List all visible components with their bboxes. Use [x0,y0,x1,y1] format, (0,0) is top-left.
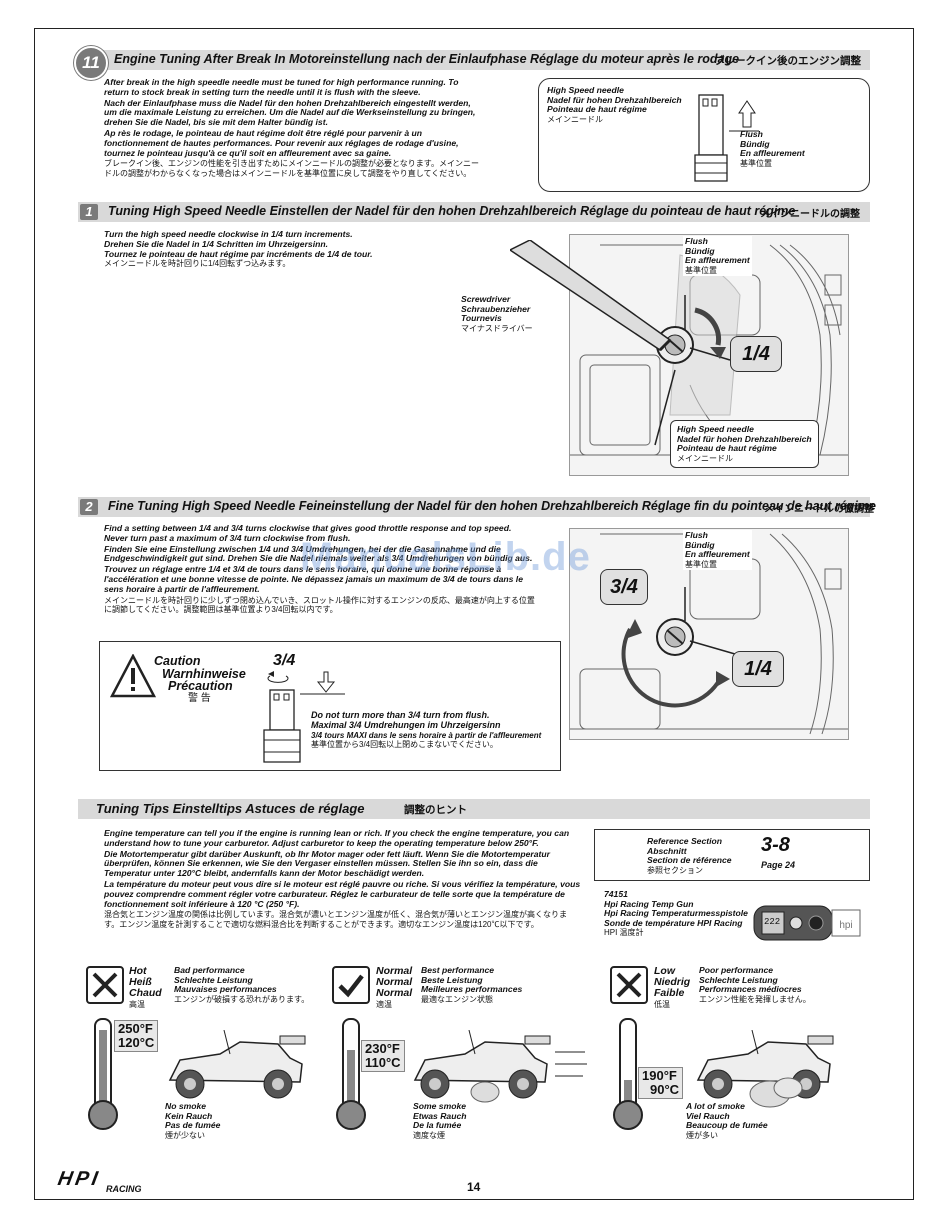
temperature-reading: 230°F 110°C [361,1040,405,1072]
tips-title-jp: 調整のヒント [404,804,467,816]
step-2-header: 2 Fine Tuning High Speed Needle Feineins… [78,497,876,517]
tips-title: Tuning Tips Einstelltips Astuces de régl… [96,801,365,816]
flush-label-1: Flush Bündig En affleurement 基準位置 [683,236,752,277]
car-icon [696,1030,834,1108]
para-de: Nach der Einlaufphase muss die Nadel für… [104,97,476,128]
car-icon [168,1030,306,1099]
caution-needle-icon [263,671,345,763]
watermark: ManualsLib.de [300,535,591,579]
page-number: 14 [467,1180,481,1194]
thermometer-icon [342,1018,360,1112]
condition-title: Hot Heiß Chaud 高温 [129,965,162,1010]
thermometer-bulb [613,1100,643,1130]
smoke-caption: Some smoke Etwas Rauch De la fumée 適度な煙 [413,1101,467,1140]
step-1-title: Tuning High Speed Needle Einstellen der … [108,204,796,218]
quarter-turn-badge-2: 1/4 [732,651,784,687]
temp-gun-display: 222 [764,917,781,927]
reference-section: 3-8 [761,834,790,856]
thermometer-bulb [336,1100,366,1130]
svg-text:hpi: hpi [839,920,852,931]
cross-icon [610,966,648,1004]
caution-text: Do not turn more than 3/4 turn from flus… [311,710,542,750]
thermometer-icon [94,1018,112,1112]
smoke-caption: A lot of smoke Viel Rauch Beaucoup de fu… [686,1101,768,1140]
thermometer-icon [619,1018,637,1112]
condition-performance: Best performance Beste Leistung Meilleur… [421,965,523,1004]
reference-labels: Reference Section Abschnitt Section de r… [647,836,732,875]
step-1-header: 1 Tuning High Speed Needle Einstellen de… [78,202,870,222]
needle-label: High Speed needle Nadel für hohen Drehza… [547,85,682,124]
temp-gun-label: 74151 Hpi Racing Temp Gun Hpi Racing Tem… [604,889,748,938]
flush-label-2: Flush Bündig En affleurement 基準位置 [683,530,752,571]
hpi-logo: HPI RACING [56,1168,142,1194]
condition-title: Normal Normal Normal 適温 [376,965,413,1010]
section-11-title-jp: ブレークイン後のエンジン調整 [714,55,861,67]
cross-icon [86,966,124,1004]
step-2-badge: 2 [80,499,98,515]
needle-sleeve-icon [694,94,759,182]
caution-box: Caution Warnhinweise Précaution 警 告 3/4 … [99,641,561,771]
step-1-title-jp: メインニードルの調整 [760,209,860,220]
para-jp: ブレークイン後、エンジンの性能を引き出すためにメインニードルの調整が必要となりま… [104,159,479,179]
caution-fraction: 3/4 [273,652,296,669]
step-1-text: Turn the high speed needle clockwise in … [104,229,373,269]
warning-triangle-icon [110,654,156,698]
reference-page: Page 24 [761,860,796,870]
car-icon [413,1030,587,1103]
temp-gun-icon: hpi [753,905,861,941]
caution-title: Caution Warnhinweise Précaution 警 告 [154,654,246,704]
condition-performance: Poor performance Schlechte Leistung Perf… [699,965,811,1004]
condition-performance: Bad performance Schlechte Leistung Mauva… [174,965,310,1004]
thermometer-bulb [88,1100,118,1130]
step-2-title: Fine Tuning High Speed Needle Feineinste… [108,499,876,513]
section-11-header: Engine Tuning After Break In Motoreinste… [78,50,870,70]
para-en: After break in the high speedle needle m… [104,77,459,97]
section-11-badge: 11 [74,46,108,80]
step-2-text: Find a setting between 1/4 and 3/4 turns… [104,523,535,615]
condition-title: Low Niedrig Faible 低温 [654,965,691,1010]
check-icon [332,966,370,1004]
tips-text: Engine temperature can tell you if the e… [104,828,581,930]
tips-header: Tuning Tips Einstelltips Astuces de régl… [78,799,870,819]
reference-box: Reference Section Abschnitt Section de r… [594,829,870,881]
temperature-reading: 250°F 120°C [114,1020,159,1052]
needle-callout-1: High Speed needle Nadel für hohen Drehza… [670,420,819,469]
step-2-title-jp: メインニードルの微調整 [764,504,874,515]
quarter-turn-badge: 1/4 [730,336,782,372]
para-fr: Ap rès le rodage, le pointeau de haut ré… [104,127,459,158]
smoke-caption: No smoke Kein Rauch Pas de fumée 煙が少ない [165,1101,221,1140]
flush-label: Flush Bündig En affleurement 基準位置 [740,129,805,168]
section-11-text: After break in the high speedle needle m… [104,77,484,180]
page-frame [34,28,914,1200]
needle-diagram-box: High Speed needle Nadel für hohen Drehza… [538,78,870,192]
temperature-reading: 190°F 90°C [638,1067,684,1099]
screwdriver-icon [510,240,672,352]
section-11-title: Engine Tuning After Break In Motoreinste… [114,52,740,66]
engine-illustration-2 [569,528,849,740]
screwdriver-label: Screwdriver Schraubenzieher Tournevis マイ… [461,294,533,333]
step-1-badge: 1 [80,204,98,220]
three-quarter-turn-badge: 3/4 [600,569,648,605]
